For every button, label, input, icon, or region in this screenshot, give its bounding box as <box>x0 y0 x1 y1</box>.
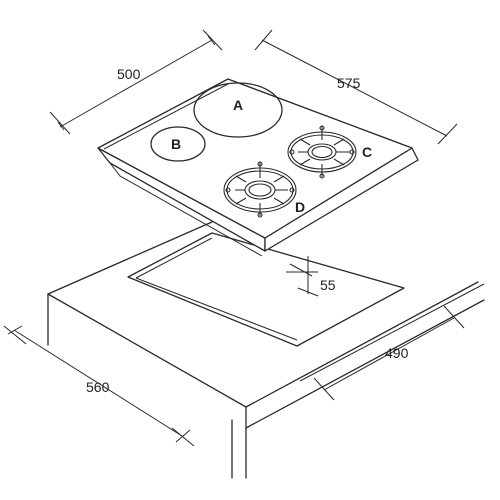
zone-c-burner: C <box>287 125 372 179</box>
dimension-cutout-width: 490 <box>313 305 465 401</box>
dimension-55-label: 55 <box>320 277 336 293</box>
dimension-560-label: 560 <box>86 379 110 395</box>
zone-d-burner: D <box>223 161 305 218</box>
zone-a-label: A <box>233 97 243 113</box>
dimension-575-label: 575 <box>337 75 361 91</box>
zone-c-label: C <box>362 144 372 160</box>
dimension-500-label: 500 <box>117 66 141 82</box>
worktop <box>47 221 485 479</box>
zone-a: A <box>193 82 283 138</box>
zone-d-label: D <box>295 199 305 215</box>
dimension-hob-width: 575 <box>254 29 458 145</box>
zone-b-label: B <box>171 136 181 152</box>
zone-b: B <box>150 126 206 162</box>
dimension-hob-depth: 500 <box>49 29 223 135</box>
dimension-cutout-gap: 55 <box>286 256 336 297</box>
hob <box>97 78 419 257</box>
hob-top-surface <box>97 78 413 239</box>
dimension-490-label: 490 <box>385 345 409 361</box>
cutout <box>127 232 405 347</box>
dimension-worktop-depth: 560 <box>3 325 195 447</box>
